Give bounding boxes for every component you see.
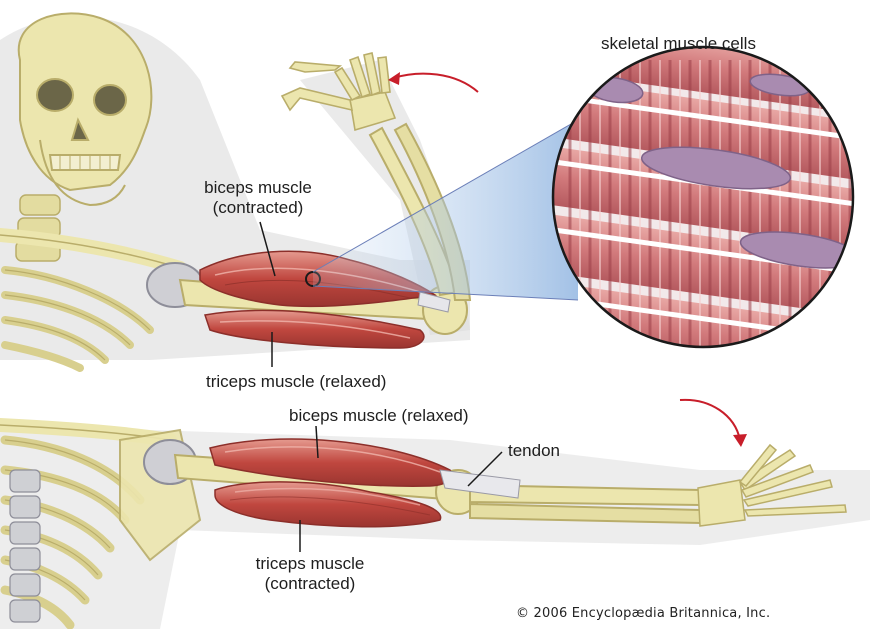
triceps-relaxed (204, 309, 425, 349)
label-triceps-contracted: triceps muscle (contracted) (230, 554, 390, 594)
copyright-credit: © 2006 Encyclopædia Britannica, Inc. (516, 606, 771, 621)
triceps-contracted (214, 481, 442, 528)
flexion-arrow (392, 72, 479, 93)
nucleus (640, 146, 792, 190)
tendon-bottom (439, 469, 521, 499)
hand-raised (280, 52, 397, 132)
label-biceps-contracted: biceps muscle (contracted) (178, 178, 338, 218)
label-biceps-contracted-line2: (contracted) (212, 198, 304, 217)
hand-extended (697, 443, 847, 527)
label-triceps-contracted-line1: triceps muscle (255, 554, 365, 573)
spine-bottom (9, 469, 41, 623)
skull (17, 12, 153, 207)
label-biceps-relaxed: biceps muscle (relaxed) (289, 406, 469, 425)
magnify-cone (313, 120, 578, 300)
label-skeletal-muscle-cells: skeletal muscle cells (601, 34, 756, 53)
leader-tendon (467, 451, 503, 487)
nucleus (739, 231, 853, 269)
label-tendon: tendon (508, 441, 560, 460)
label-triceps-relaxed: triceps muscle (relaxed) (206, 372, 387, 391)
label-biceps-contracted-line1: biceps muscle (204, 178, 312, 197)
leader-biceps-contracted (259, 221, 276, 277)
extension-arrow (679, 398, 741, 441)
cervical-spine (15, 194, 61, 262)
leader-biceps-relaxed (315, 425, 319, 459)
skeletal-muscle-cells-view (553, 47, 853, 347)
label-triceps-contracted-line2: (contracted) (264, 574, 356, 593)
